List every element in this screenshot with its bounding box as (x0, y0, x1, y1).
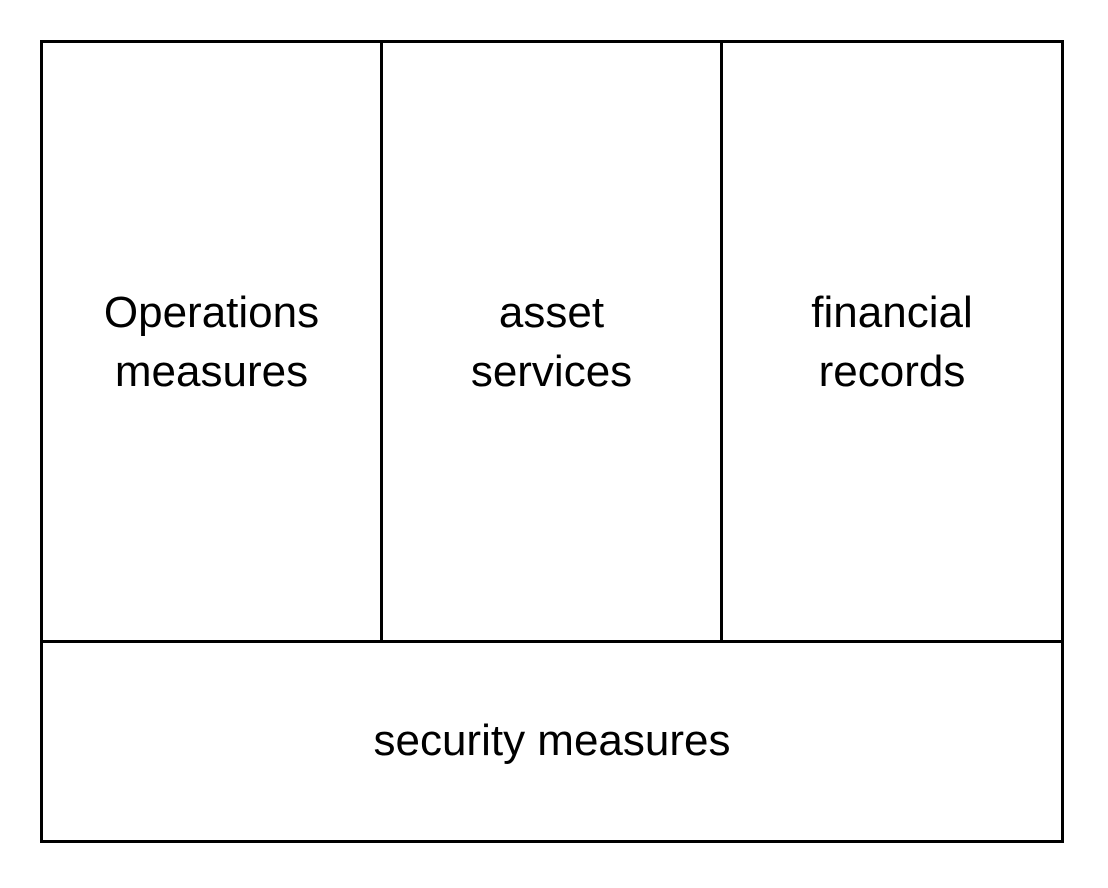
asset-services-box: asset services (380, 40, 723, 643)
operations-measures-box: Operations measures (40, 40, 383, 643)
security-measures-box: security measures (40, 640, 1064, 843)
financial-records-box: financial records (720, 40, 1064, 643)
operations-measures-label: Operations measures (103, 288, 320, 396)
security-measures-label: security measures (373, 716, 731, 765)
financial-records-label: financial records (811, 288, 973, 396)
asset-services-label: asset services (470, 288, 633, 396)
